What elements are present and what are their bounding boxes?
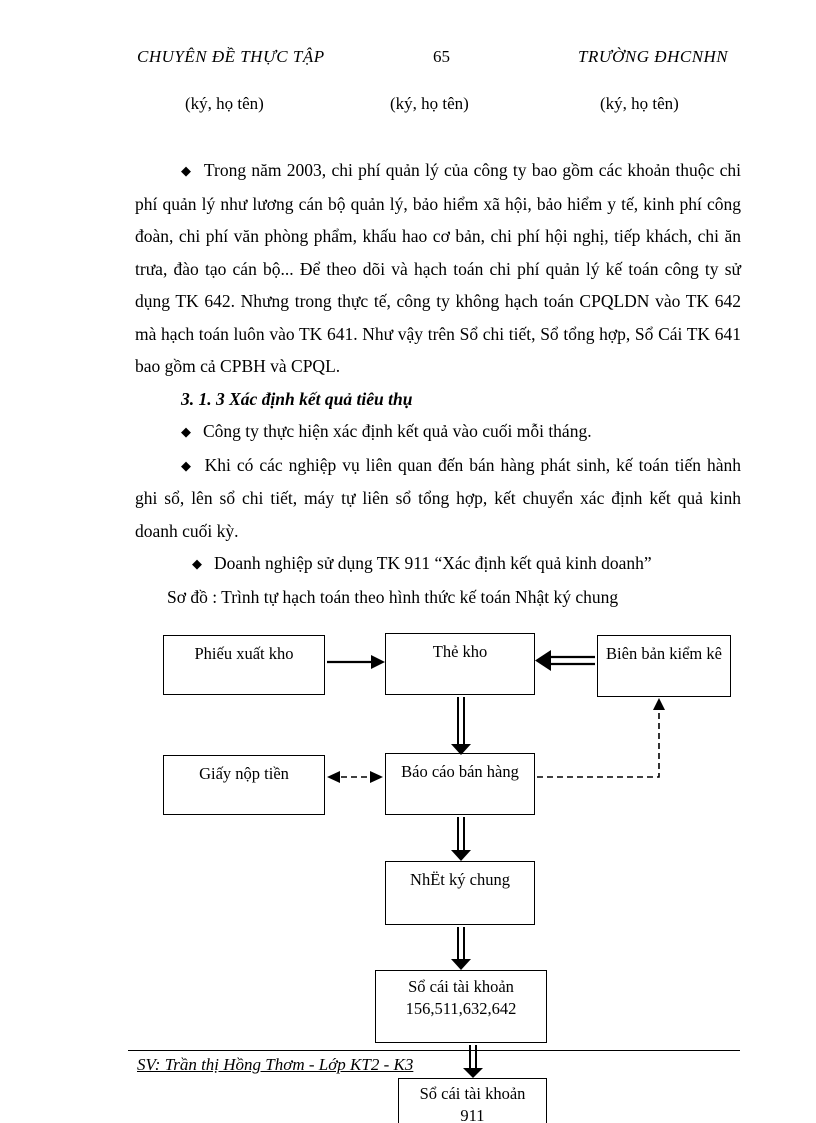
signature-label-2: (ký, họ tên) [390, 94, 469, 113]
paragraph-text: Khi có các nghiệp vụ liên quan đến bán h… [135, 454, 741, 541]
box-label: Báo cáo bán hàng [401, 762, 519, 781]
bullet-diamond-icon: ◆ [181, 163, 192, 178]
paragraph-text: Công ty thực hiện xác định kết quả vào c… [203, 421, 592, 441]
arrow-baocaobanhang-to-nhatkychung [451, 817, 471, 861]
diagram-caption: Sơ đồ : Trình tự hạch toán theo hình thứ… [167, 586, 619, 607]
box-label-line2: 911 [460, 1106, 485, 1123]
paragraph-text: Doanh nghiệp sử dụng TK 911 “Xác định kế… [214, 553, 652, 573]
paragraph-text: Trong năm 2003, chi phí quản lý của công… [135, 160, 741, 376]
box-label: Giấy nộp tiền [199, 764, 289, 783]
bullet-diamond-icon: ◆ [181, 457, 193, 473]
box-so-cai-911: Sổ cái tài khoản 911 [398, 1078, 547, 1123]
header-right-title: TRƯỜNG ĐHCNHN [578, 47, 729, 66]
box-label-line2: 156,511,632,642 [405, 999, 517, 1018]
page-number: 65 [433, 47, 450, 66]
paragraph-sales-operations: ◆Khi có các nghiệp vụ liên quan đến bán … [135, 449, 741, 548]
box-the-kho: Thẻ kho [385, 633, 535, 695]
box-nhat-ky-chung: NhËt ký chung [385, 861, 535, 925]
paragraph-tk911: ◆ Doanh nghiệp sử dụng TK 911 “Xác định k… [135, 547, 741, 581]
box-label-line1: Sổ cái tài khoản [408, 977, 514, 996]
box-bien-ban-kiem-ke: Biên bản kiểm kê [597, 635, 731, 697]
bullet-diamond-icon: ◆ [192, 556, 202, 571]
footer-separator [128, 1050, 740, 1051]
signature-label-1: (ký, họ tên) [185, 94, 264, 113]
paragraph-monthly-result: ◆ Công ty thực hiện xác định kết quả vào … [135, 415, 741, 449]
footer-author: SV: Trần thị Hồng Thơm - Lớp KT2 - K3 [137, 1055, 414, 1074]
arrow-thekho-to-baocaobanhang [451, 697, 471, 755]
box-bao-cao-ban-hang: Báo cáo bán hàng [385, 753, 535, 815]
box-label-line1: Sổ cái tài khoản [419, 1084, 526, 1103]
section-heading: 3. 1. 3 Xác định kết quả tiêu thụ [181, 388, 413, 409]
box-so-cai-156: Sổ cái tài khoản 156,511,632,642 [375, 970, 547, 1043]
paragraph-management-costs: ◆Trong năm 2003, chi phí quản lý của côn… [135, 154, 741, 383]
box-label: Biên bản kiểm kê [606, 644, 722, 663]
box-label: NhËt ký chung [410, 870, 510, 889]
body-text: ◆Trong năm 2003, chi phí quản lý của côn… [135, 154, 741, 613]
box-giay-nop-tien: Giấy nộp tiền [163, 755, 325, 815]
box-phieu-xuat-kho: Phiếu xuất kho [163, 635, 325, 695]
bullet-diamond-icon: ◆ [181, 424, 191, 439]
arrow-baocaobanhang-to-bienbankiemke-dashed [537, 698, 665, 778]
arrow-nhatkychung-to-socai156 [451, 927, 471, 970]
box-label: Thẻ kho [432, 642, 488, 661]
box-label: Phiếu xuất kho [194, 644, 294, 663]
arrow-bienbankiemke-to-thekho [535, 650, 595, 671]
arrow-phieuxuatkho-to-thekho [327, 655, 385, 669]
arrow-giaynoptien-baocaobanhang-dashed [327, 771, 383, 783]
signature-label-3: (ký, họ tên) [600, 94, 679, 113]
header-left-title: CHUYÊN ĐỀ THỰC TẬP [137, 47, 325, 66]
